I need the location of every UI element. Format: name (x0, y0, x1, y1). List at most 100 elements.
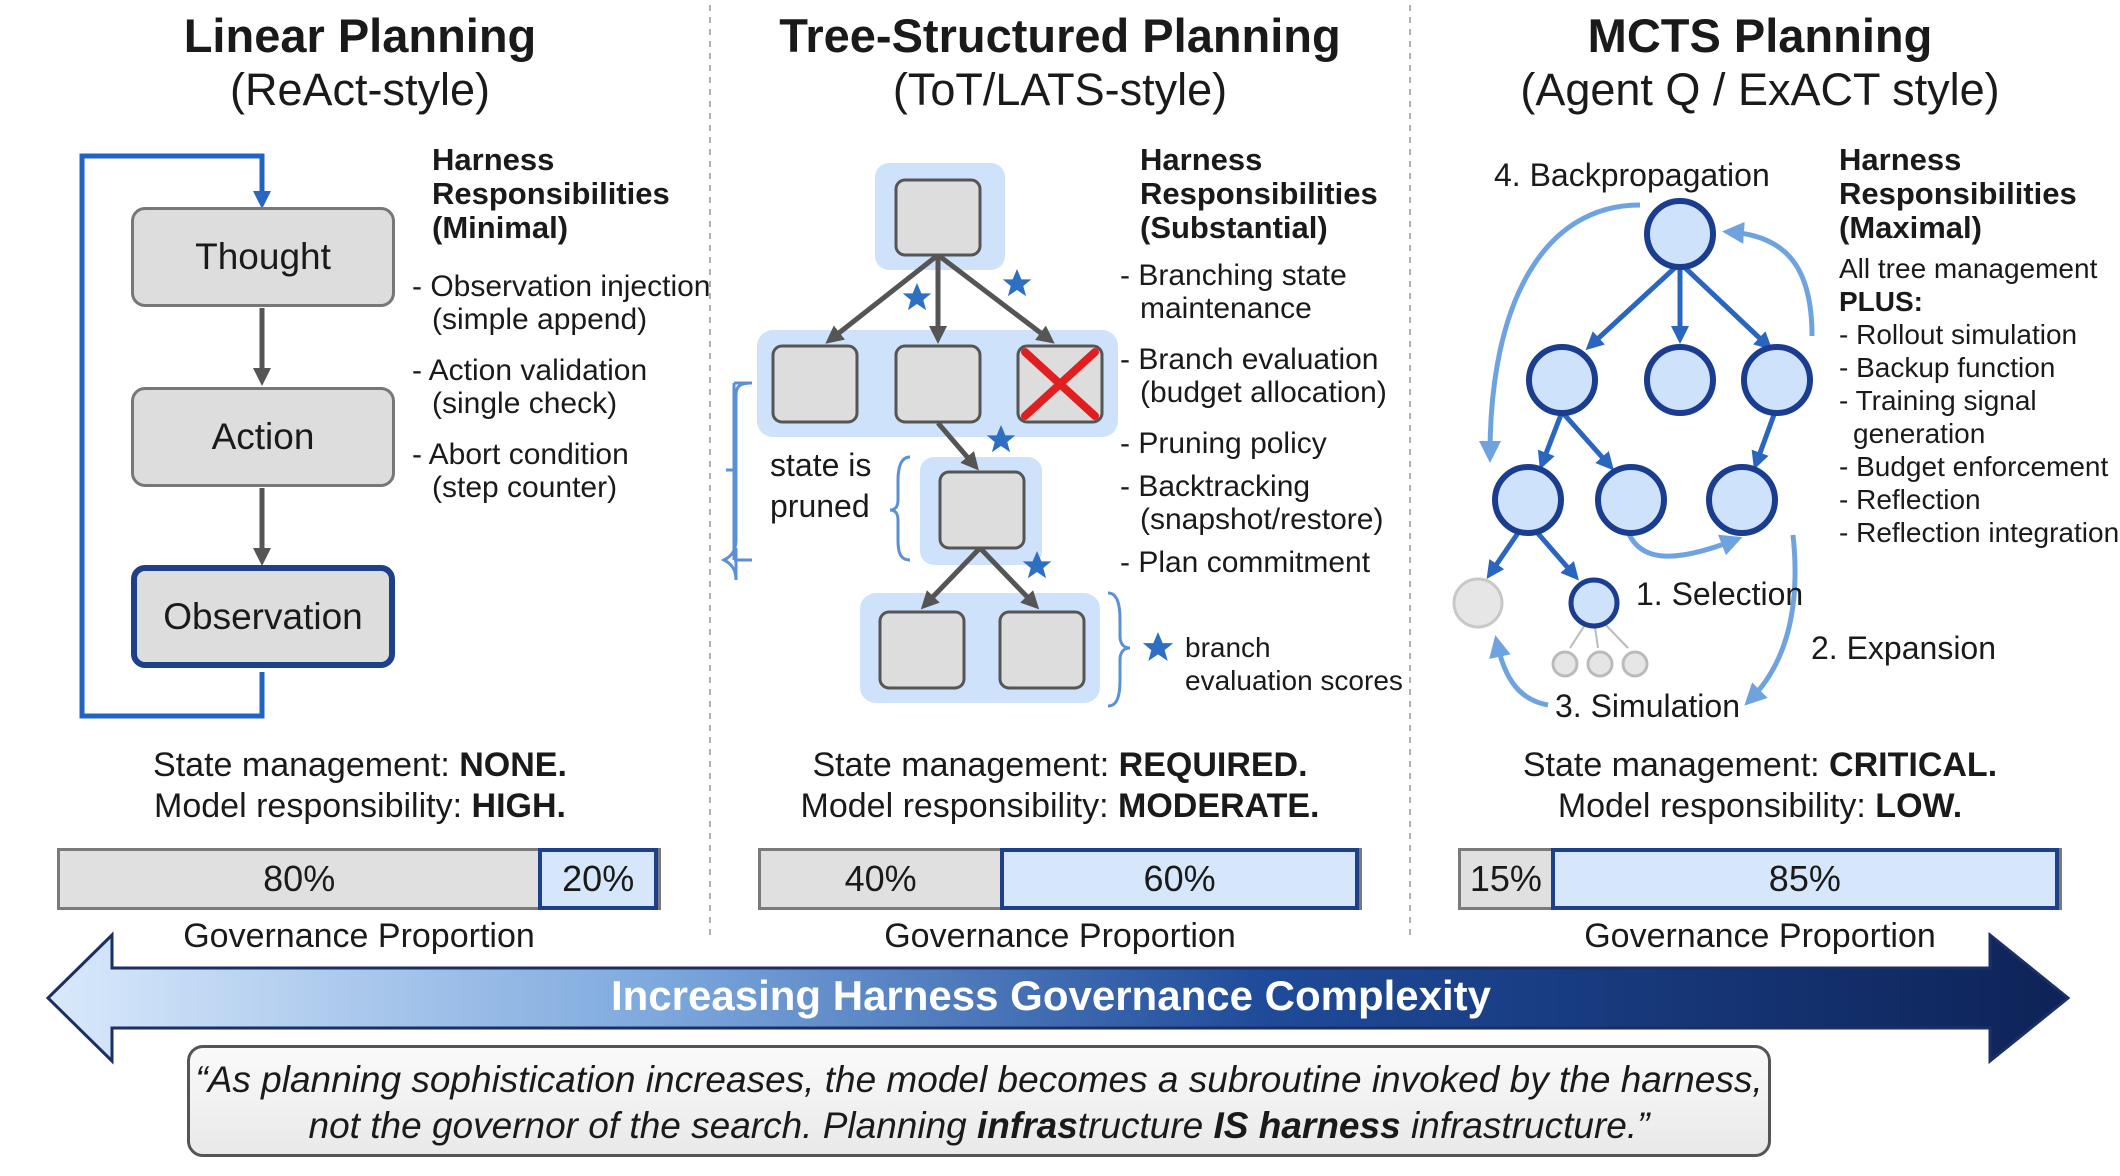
heading-line: (Minimal) (432, 210, 569, 245)
state-label: State management: (1522, 746, 1820, 784)
pruned-label-line: state is (770, 447, 872, 483)
responsibility-plus: PLUS: (1839, 286, 1923, 317)
mcts-edge (1751, 411, 1778, 470)
responsibility-item: - Branch evaluation (1120, 343, 1379, 376)
mcts-edge (1486, 528, 1523, 579)
state-label: State management: (153, 746, 450, 784)
tree-node-root (894, 178, 982, 257)
mcts-node (1595, 464, 1667, 536)
step-backpropagation-label: 4. Backpropagation (1494, 157, 1770, 193)
pruned-x-icon (1021, 348, 1099, 420)
tree-node (878, 610, 966, 690)
state-value: REQUIRED. (1118, 746, 1308, 784)
pruned-bracket (726, 381, 752, 562)
harness-share-segment: 20% (538, 848, 658, 910)
model-label: Model responsibility: (800, 787, 1109, 825)
tree-edge (978, 546, 1040, 610)
rollout-node (1551, 650, 1579, 678)
responsibility-item: - Action validation (412, 354, 648, 387)
tree-governance-bar: 40% 60% (758, 848, 1362, 910)
complexity-arrow-label: Increasing Harness Governance Complexity (610, 972, 1491, 1019)
model-label: Model responsibility: (1557, 787, 1866, 825)
feedback-loop-arrow (79, 153, 271, 719)
linear-governance-label: Governance Proportion (183, 917, 535, 955)
complexity-arrow (45, 931, 2071, 1065)
tree-edge (920, 546, 982, 610)
mcts-node-root (1644, 198, 1716, 270)
model-responsibility-line: Model responsibility: HIGH. (80, 786, 640, 827)
linear-responsibilities: - Observation injection (simple append) … (412, 270, 710, 504)
responsibility-item: - Budget enforcement (1839, 451, 2109, 482)
pruned-brace (720, 381, 753, 581)
responsibility-detail: maintenance (1140, 292, 1312, 325)
legend-line: evaluation scores (1185, 665, 1403, 696)
responsibility-detail: (single check) (432, 387, 618, 420)
mcts-edge (1585, 261, 1682, 351)
linear-harness-heading: Harness Responsibilities (Minimal) (432, 143, 670, 245)
mcts-subtitle: (Agent Q / ExACT style) (1520, 64, 2000, 115)
quote-emphasis: infras (977, 1105, 1078, 1146)
responsibility-detail: (simple append) (432, 303, 648, 336)
mcts-node (1741, 344, 1813, 416)
state-value: NONE. (459, 746, 567, 784)
heading-line: (Maximal) (1839, 210, 1982, 245)
heading-line: Harness (1839, 142, 1962, 177)
mcts-edge (1560, 410, 1614, 471)
star-icon (1002, 269, 1032, 297)
harness-share-segment: 85% (1550, 848, 2059, 910)
model-label: Model responsibility: (154, 787, 463, 825)
tree-responsibilities: - Branching state maintenance - Branch e… (1120, 259, 1387, 579)
responsibility-item: - Pruning policy (1120, 427, 1327, 460)
rollout-node (1586, 650, 1614, 678)
tree-governance-label: Governance Proportion (884, 917, 1236, 955)
tree-edge (936, 253, 1055, 344)
legend-line: branch (1185, 632, 1271, 663)
tree-harness-heading: Harness Responsibilities (Substantial) (1140, 143, 1378, 245)
responsibility-item: - Plan commitment (1120, 546, 1371, 579)
mcts-node (1526, 344, 1598, 416)
step-expansion-label: 2. Expansion (1811, 630, 1997, 666)
mcts-title: MCTS Planning (1587, 9, 1933, 62)
model-share-segment: 15% (1461, 851, 1551, 907)
selection-arrow (1625, 530, 1743, 559)
mcts-state-summary: State management: CRITICAL. Model respon… (1470, 745, 2050, 827)
heading-line: Responsibilities (1839, 176, 2077, 211)
heading-line: Harness (432, 142, 555, 177)
responsibility-item: - Rollout simulation (1839, 319, 2078, 350)
linear-subtitle: (ReAct-style) (229, 64, 491, 115)
state-management-line: State management: REQUIRED. (780, 745, 1340, 786)
backprop-right-arrow (1722, 221, 1815, 337)
heading-line: Responsibilities (1140, 176, 1378, 211)
responsibility-item: - Backtracking (1120, 470, 1311, 503)
mcts-edge (1678, 261, 1773, 351)
heading-line: Harness (1140, 142, 1263, 177)
model-responsibility-line: Model responsibility: LOW. (1470, 786, 2050, 827)
mcts-governance-bar: 15% 85% (1458, 848, 2062, 910)
quote-emphasis: IS harness (1213, 1105, 1401, 1146)
responsibility-item: - Branching state (1120, 259, 1347, 292)
heading-line: Responsibilities (432, 176, 670, 211)
tree-title: Tree-Structured Planning (779, 9, 1341, 62)
mcts-node (1644, 344, 1716, 416)
responsibility-item: - Reflection integration (1839, 517, 2120, 548)
tree-state-summary: State management: REQUIRED. Model respon… (780, 745, 1340, 827)
tree-node (894, 344, 982, 424)
quote-text: tructure (1077, 1105, 1214, 1146)
linear-title: Linear Planning (183, 9, 537, 62)
step-selection-label: 1. Selection (1636, 576, 1804, 612)
responsibility-item: - Abort condition (412, 438, 629, 471)
harness-share-segment: 60% (1000, 848, 1359, 910)
mcts-node (1706, 464, 1778, 536)
tree-diagram (720, 163, 1174, 708)
mcts-node (1492, 464, 1564, 536)
pruned-label-line: pruned (770, 488, 870, 524)
tree-edge (936, 421, 979, 471)
quote-line: not the governor of the search. Planning… (190, 1103, 1768, 1149)
model-responsibility-line: Model responsibility: MODERATE. (780, 786, 1340, 827)
backprop-left-arrow (1479, 202, 1641, 463)
responsibility-intro: All tree management (1839, 253, 2098, 284)
tree-node (938, 470, 1026, 550)
mcts-edge (1537, 411, 1565, 470)
mcts-governance-label: Governance Proportion (1584, 917, 1936, 955)
